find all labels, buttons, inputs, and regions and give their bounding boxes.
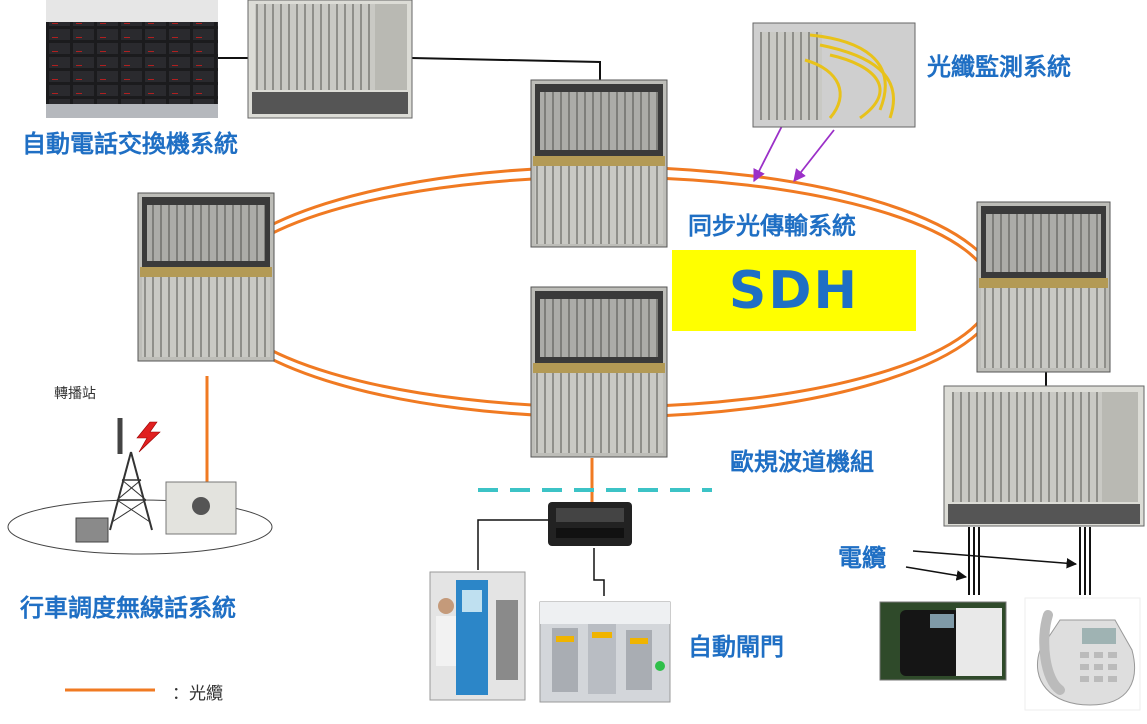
label-cable: 電纜 — [838, 544, 886, 572]
sdh-rack-left — [137, 192, 275, 362]
desk-phone-black — [879, 601, 1007, 681]
sdh-rack-right — [976, 201, 1111, 373]
legend-fiber-label: ：光纜 — [172, 684, 223, 704]
sdh-badge: SDH — [672, 250, 916, 331]
label-pcm: 歐規波道機組 — [730, 448, 874, 476]
label-fiber-monitor: 光纖監測系統 — [927, 53, 1071, 81]
desk-phone-white — [1024, 597, 1141, 711]
pabx-server-room — [46, 0, 218, 118]
pabx-to-sdh-line — [411, 57, 601, 80]
label-radio: 行車調度無線話系統 — [20, 594, 236, 622]
switch-to-gate-line — [593, 548, 605, 596]
monitor-link-1 — [753, 125, 783, 183]
sdh-rack-top — [530, 79, 668, 248]
label-gate: 自動閘門 — [688, 633, 784, 661]
cable-arrow-1 — [905, 566, 968, 581]
cable-arrow-2 — [912, 550, 1078, 569]
radio-relay-station — [7, 418, 273, 555]
auto-gate-photo — [539, 601, 671, 703]
fiber-monitor-unit — [752, 22, 916, 128]
radio-cabinet — [165, 481, 237, 535]
phone-cable-right — [1079, 527, 1091, 595]
pabx-rack — [247, 0, 413, 119]
gate-kiosk-photo — [429, 571, 526, 701]
pcm-rack — [943, 385, 1145, 527]
radio-shelter — [75, 517, 109, 543]
switch-to-kiosk-line — [477, 519, 548, 570]
network-switch-icon — [548, 502, 632, 546]
label-sdh-title: 同步光傳輸系統 — [688, 212, 856, 240]
sdh-badge-text: SDH — [728, 260, 860, 321]
antenna-tower-icon — [109, 418, 153, 531]
label-relay-station: 轉播站 — [54, 386, 96, 402]
monitor-link-2 — [793, 129, 835, 182]
sdh-rack-middle — [530, 286, 668, 458]
lightning-icon — [136, 421, 161, 453]
phone-cable-left — [968, 527, 980, 595]
label-pabx: 自動電話交換機系統 — [22, 130, 238, 158]
